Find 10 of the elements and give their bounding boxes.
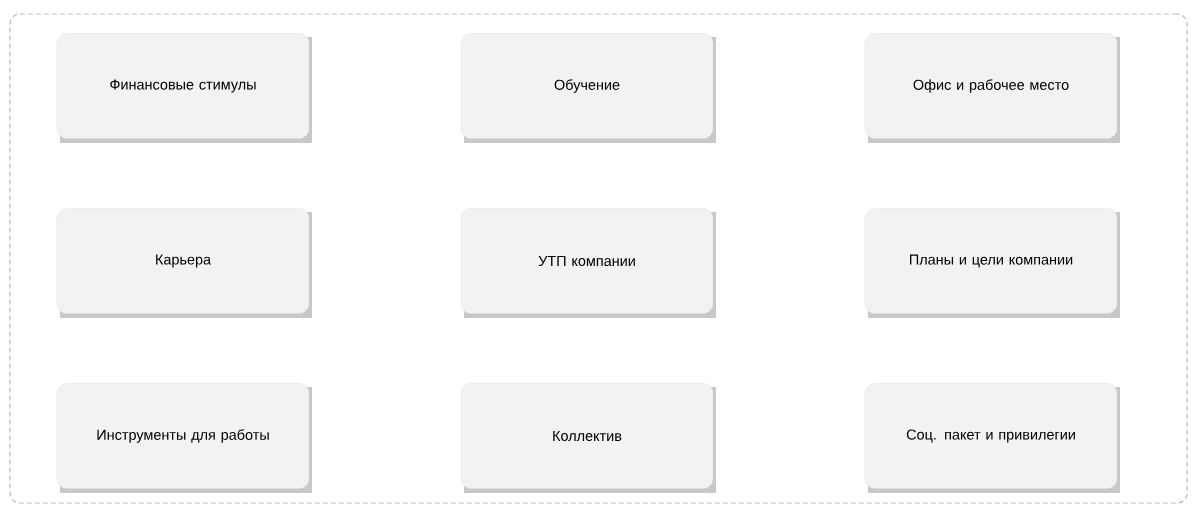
dashed-frame — [9, 13, 1188, 504]
rounded-box: Соц. пакет и привилегии — [864, 383, 1120, 493]
rounded-box: Офис и рабочее место — [864, 33, 1120, 143]
rounded-box: Обучение — [460, 33, 716, 143]
rounded-box: Инструменты для работы — [56, 383, 312, 493]
rounded-box: Карьера — [56, 208, 312, 318]
rounded-box: Планы и цели компании — [864, 208, 1120, 318]
rounded-box: УТП компании — [460, 208, 716, 318]
rounded-box: Финансовые стимулы — [56, 33, 312, 143]
rounded-box: Коллектив — [460, 383, 716, 493]
